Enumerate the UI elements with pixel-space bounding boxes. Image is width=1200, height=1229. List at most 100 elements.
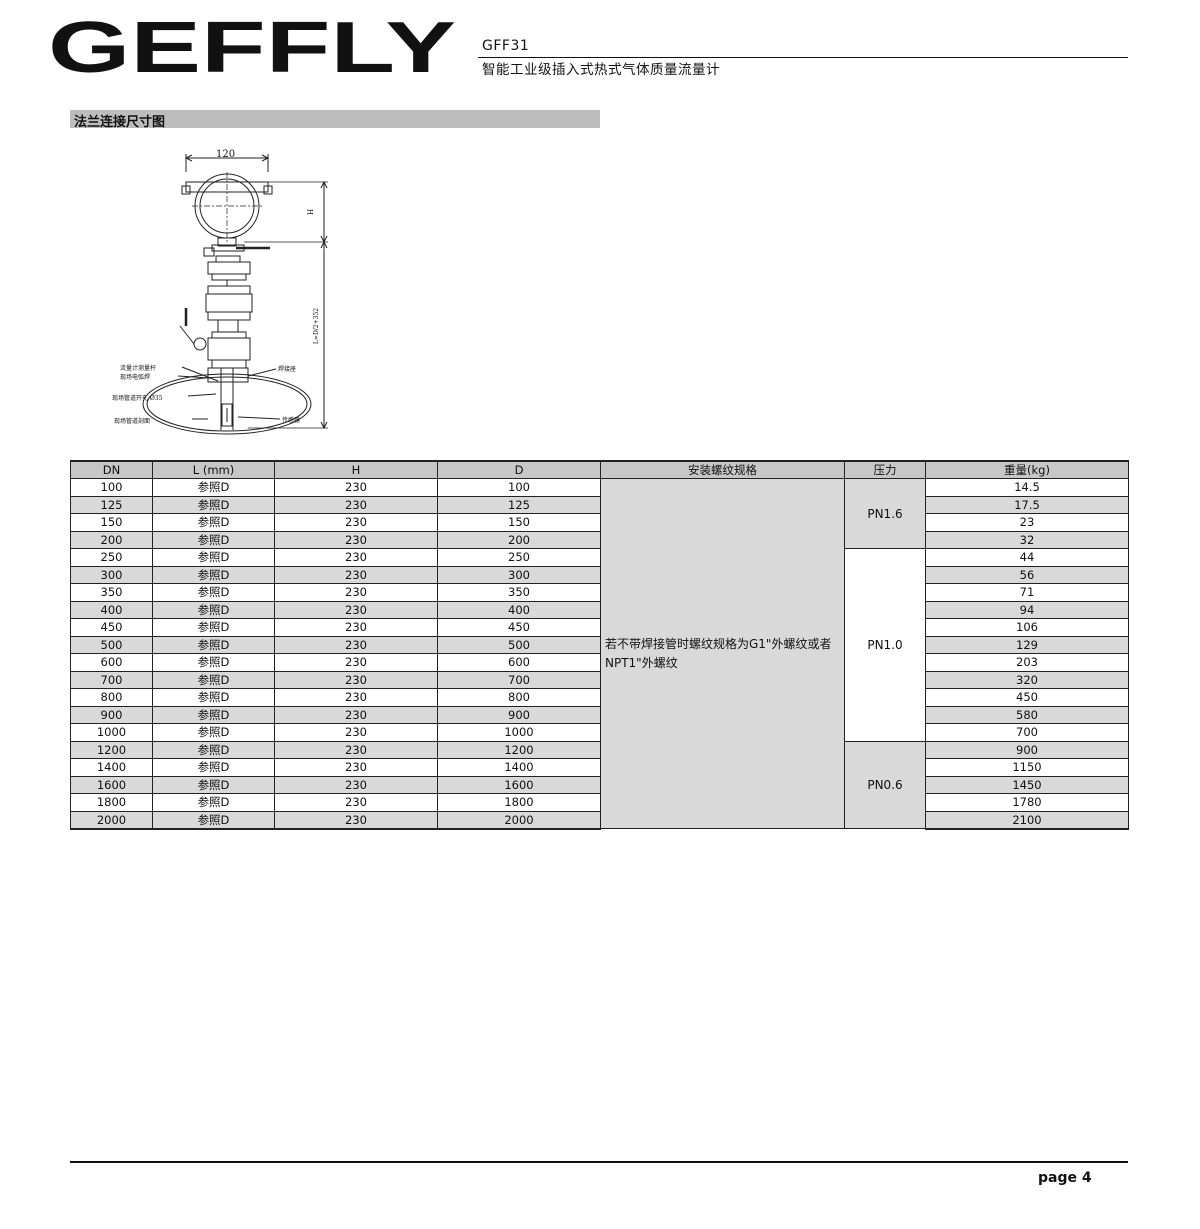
cell-dn: 1200 xyxy=(70,740,153,759)
cell-pressure-group: PN0.6 xyxy=(844,740,926,829)
cell-length: 参照D xyxy=(152,548,275,567)
cell-weight: 580 xyxy=(925,705,1129,724)
cell-diameter: 150 xyxy=(437,513,601,532)
cell-diameter: 300 xyxy=(437,565,601,584)
cell-weight: 94 xyxy=(925,600,1129,619)
header-length: L (mm) xyxy=(152,460,275,479)
cell-diameter: 1200 xyxy=(437,740,601,759)
cell-height: 230 xyxy=(274,530,438,549)
cell-dn: 1400 xyxy=(70,758,153,777)
cell-dn: 300 xyxy=(70,565,153,584)
cell-length: 参照D xyxy=(152,513,275,532)
cell-weight: 450 xyxy=(925,688,1129,707)
cell-dn: 450 xyxy=(70,618,153,637)
cell-diameter: 1800 xyxy=(437,793,601,812)
cell-diameter: 200 xyxy=(437,530,601,549)
cell-diameter: 400 xyxy=(437,600,601,619)
label-weld-seat: 焊接座 xyxy=(278,365,296,373)
header-thread-spec: 安装螺纹规格 xyxy=(600,460,845,479)
cell-diameter: 450 xyxy=(437,618,601,637)
cell-height: 230 xyxy=(274,670,438,689)
cell-length: 参照D xyxy=(152,495,275,514)
cell-length: 参照D xyxy=(152,688,275,707)
cell-weight: 1150 xyxy=(925,758,1129,777)
brand-wordmark: GEFFLY xyxy=(48,14,456,80)
cell-height: 230 xyxy=(274,478,438,497)
cell-diameter: 2000 xyxy=(437,810,601,830)
cell-height: 230 xyxy=(274,635,438,654)
cell-dn: 600 xyxy=(70,653,153,672)
table-header-row: DN L (mm) H D 安装螺纹规格 压力 重量(kg) xyxy=(70,460,1129,479)
section-title: 法兰连接尺寸图 xyxy=(74,115,166,130)
cell-length: 参照D xyxy=(152,635,275,654)
cell-length: 参照D xyxy=(152,530,275,549)
product-name: 智能工业级插入式热式气体质量流量计 xyxy=(482,62,720,78)
cell-height: 230 xyxy=(274,548,438,567)
cell-diameter: 800 xyxy=(437,688,601,707)
cell-diameter: 350 xyxy=(437,583,601,602)
cell-height: 230 xyxy=(274,583,438,602)
cell-height: 230 xyxy=(274,705,438,724)
cell-height: 230 xyxy=(274,775,438,794)
cell-weight: 23 xyxy=(925,513,1129,532)
cell-height: 230 xyxy=(274,618,438,637)
model-code: GFF31 xyxy=(482,38,530,54)
cell-height: 230 xyxy=(274,600,438,619)
cell-weight: 17.5 xyxy=(925,495,1129,514)
cell-weight: 1450 xyxy=(925,775,1129,794)
header-pressure: 压力 xyxy=(844,460,926,479)
cell-length: 参照D xyxy=(152,653,275,672)
cell-diameter: 1400 xyxy=(437,758,601,777)
cell-length: 参照D xyxy=(152,740,275,759)
header-dn: DN xyxy=(70,460,153,479)
label-pipe-hole: 现场管道开孔 Ø35 xyxy=(112,394,163,402)
cell-weight: 900 xyxy=(925,740,1129,759)
cell-dn: 350 xyxy=(70,583,153,602)
label-arc-weld: 现场电弧焊 xyxy=(120,373,150,381)
cell-weight: 1780 xyxy=(925,793,1129,812)
cell-length: 参照D xyxy=(152,793,275,812)
cell-weight: 14.5 xyxy=(925,478,1129,497)
header-divider xyxy=(478,57,1128,58)
cell-pressure-group: PN1.6 xyxy=(844,478,926,549)
cell-dn: 125 xyxy=(70,495,153,514)
cell-length: 参照D xyxy=(152,565,275,584)
cell-weight: 320 xyxy=(925,670,1129,689)
cell-weight: 56 xyxy=(925,565,1129,584)
cell-length: 参照D xyxy=(152,618,275,637)
cell-height: 230 xyxy=(274,758,438,777)
cell-dn: 200 xyxy=(70,530,153,549)
cell-length: 参照D xyxy=(152,705,275,724)
brand-logo: GEFFLY xyxy=(48,14,456,80)
cell-height: 230 xyxy=(274,723,438,742)
cell-weight: 203 xyxy=(925,653,1129,672)
cell-length: 参照D xyxy=(152,723,275,742)
cell-diameter: 125 xyxy=(437,495,601,514)
cell-diameter: 900 xyxy=(437,705,601,724)
cell-dn: 150 xyxy=(70,513,153,532)
cell-weight: 32 xyxy=(925,530,1129,549)
dim-length-label: L=D/2+352 xyxy=(313,308,320,344)
cell-length: 参照D xyxy=(152,810,275,830)
header-weight: 重量(kg) xyxy=(925,460,1129,479)
cell-length: 参照D xyxy=(152,583,275,602)
cell-dn: 1800 xyxy=(70,793,153,812)
cell-weight: 44 xyxy=(925,548,1129,567)
cell-length: 参照D xyxy=(152,758,275,777)
